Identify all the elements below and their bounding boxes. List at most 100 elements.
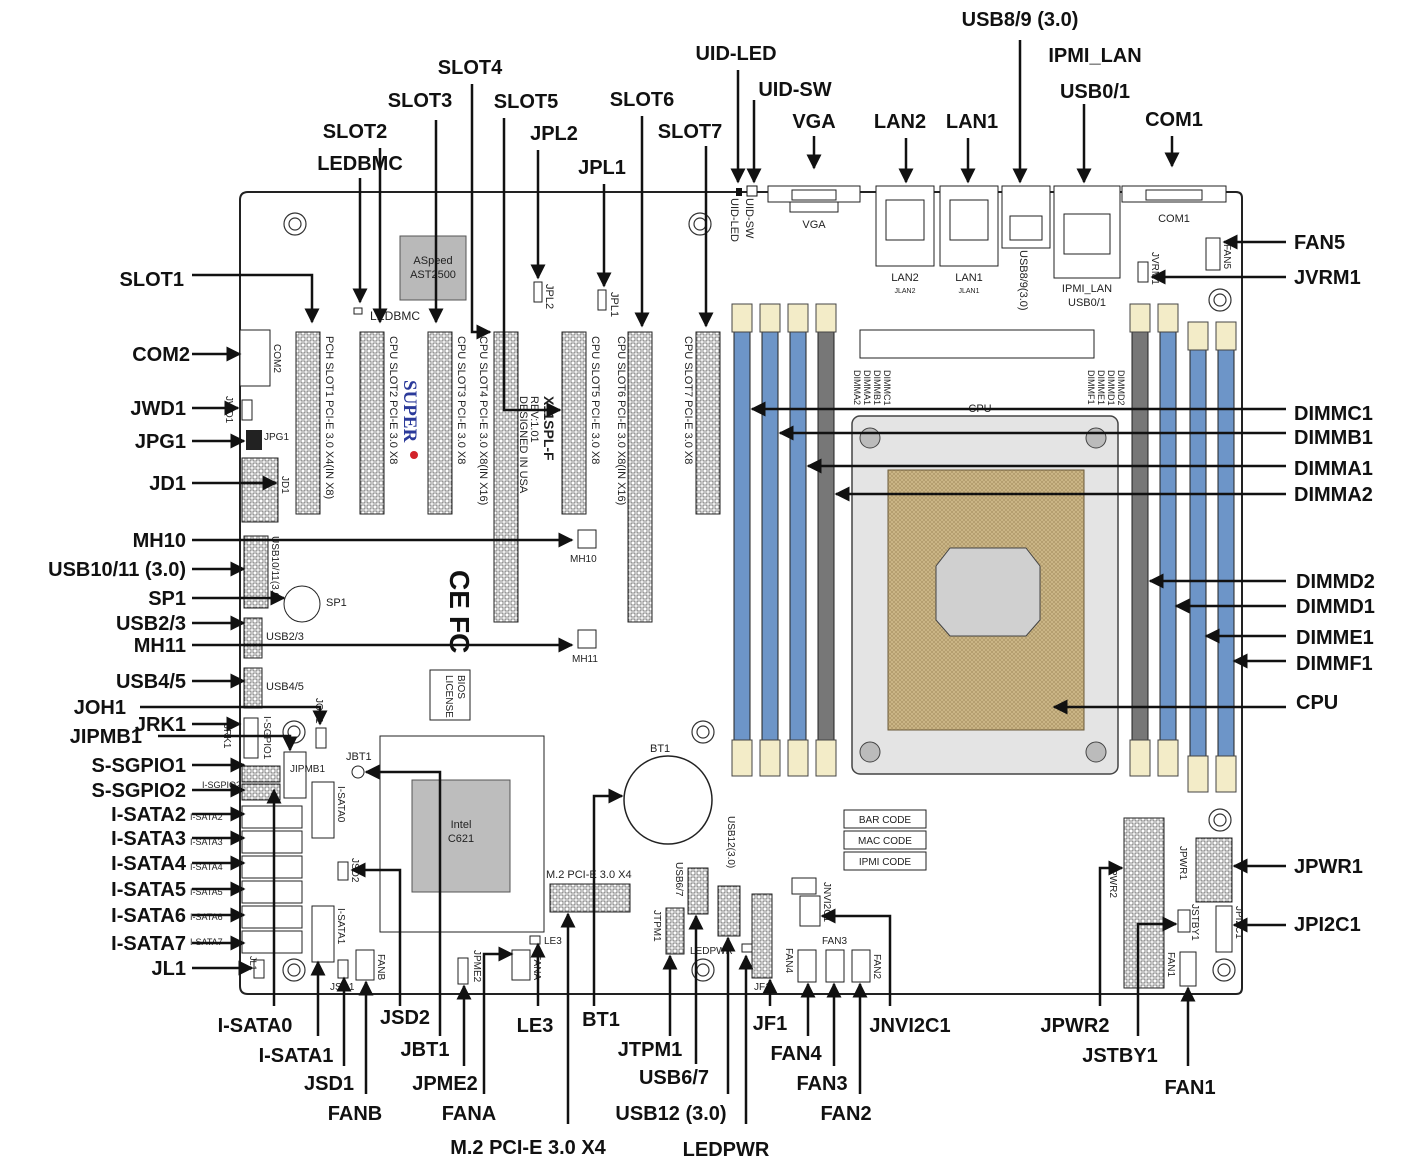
callout-lan2: LAN2 — [873, 111, 927, 133]
callout-jstby1: JSTBY1 — [1082, 1045, 1158, 1067]
callout-cpu: CPU — [1296, 692, 1339, 714]
jpl2-jumper — [533, 281, 543, 303]
dimm-left-board-label-a2: DIMMA2 — [852, 370, 862, 405]
callout-mh10: MH10 — [132, 530, 186, 552]
bt1-battery: BT1 — [623, 743, 713, 845]
svg-text:Intel: Intel — [451, 819, 472, 831]
ce-mark: CE — [444, 570, 475, 609]
svg-text:MH10: MH10 — [570, 554, 597, 565]
pcie-slots: PCH SLOT1 PCI-E 3.0 X4(IN X8) CPU SLOT2 … — [295, 331, 721, 623]
svg-text:FAN5: FAN5 — [1221, 244, 1232, 269]
jpme2-jumper — [457, 957, 469, 985]
callout-slot7: SLOT7 — [657, 121, 723, 143]
svg-text:IPMI CODE: IPMI CODE — [859, 857, 912, 868]
callout-dimmb1: DIMMB1 — [1294, 427, 1373, 449]
callout-ssgpio1: S-SGPIO1 — [91, 755, 186, 777]
callout-usb67: USB6/7 — [638, 1067, 710, 1089]
callout-isata4: I-SATA4 — [111, 853, 186, 875]
callout-jpwr1: JPWR1 — [1294, 856, 1363, 878]
svg-text:USB2/3: USB2/3 — [266, 631, 304, 643]
slot1-board-label: PCH SLOT1 PCI-E 3.0 X4(IN X8) — [323, 336, 335, 499]
callout-jpl1: JPL1 — [578, 157, 626, 179]
fan1-header — [1179, 951, 1197, 987]
callout-joh1: JOH1 — [73, 697, 126, 719]
callout-fan3: FAN3 — [796, 1073, 848, 1095]
callout-dimma2: DIMMA2 — [1294, 484, 1373, 506]
fana-header — [511, 949, 531, 981]
callout-lan1: LAN1 — [945, 111, 999, 133]
svg-text:REV:1.01: REV:1.01 — [528, 396, 540, 443]
callout-isata6: I-SATA6 — [111, 905, 186, 927]
isata4-port — [241, 855, 303, 879]
isata6-port — [241, 905, 303, 929]
jpl1-jumper — [597, 289, 607, 311]
svg-text:JVRM1: JVRM1 — [1149, 252, 1160, 285]
logo-dot — [410, 451, 418, 459]
svg-text:JPL2: JPL2 — [543, 284, 555, 309]
svg-text:USB10/11(3.0): USB10/11(3.0) — [269, 536, 280, 601]
aspeed-chip: ASpeed AST2500 — [399, 235, 467, 301]
svg-text:VGA: VGA — [802, 219, 826, 231]
callout-isata2: I-SATA2 — [111, 804, 186, 826]
isata3-port — [241, 830, 303, 854]
callout-jpwr2: JPWR2 — [1040, 1015, 1110, 1037]
usb23-header — [243, 617, 263, 659]
slot7-board-label: CPU SLOT7 PCI-E 3.0 X8 — [682, 336, 694, 464]
svg-text:USB0/1: USB0/1 — [1068, 297, 1106, 309]
jstby1-header — [1177, 909, 1191, 933]
svg-text:I-SATA1: I-SATA1 — [335, 908, 346, 945]
svg-text:X11SPL-F: X11SPL-F — [541, 396, 557, 461]
jvrm1-header — [1137, 261, 1149, 283]
jl1-header — [253, 959, 265, 979]
svg-text:COM2: COM2 — [271, 344, 282, 373]
svg-text:I-SATA5: I-SATA5 — [190, 887, 223, 897]
jwd1-header — [241, 399, 253, 421]
callout-usb89: USB8/9 (3.0) — [961, 9, 1079, 31]
slot7-connector — [695, 331, 721, 515]
svg-text:BT1: BT1 — [650, 743, 670, 755]
callout-jpme2: JPME2 — [412, 1073, 478, 1095]
callout-com2: COM2 — [132, 344, 190, 366]
callout-usb12: USB12 (3.0) — [615, 1103, 727, 1125]
callout-ssgpio2: S-SGPIO2 — [91, 780, 186, 802]
fan5-header — [1205, 237, 1221, 271]
callout-vga: VGA — [792, 111, 836, 133]
callout-dimmf1: DIMMF1 — [1296, 653, 1373, 675]
fcc-mark: FC — [444, 616, 475, 653]
jnvi2c1-body — [799, 895, 821, 927]
m2-slot — [549, 883, 631, 913]
callout-jsd1: JSD1 — [303, 1073, 355, 1095]
callout-jvrm1: JVRM1 — [1294, 267, 1361, 289]
svg-text:MH11: MH11 — [572, 654, 598, 665]
svg-text:FAN1: FAN1 — [1165, 952, 1176, 977]
svg-text:I-SATA3: I-SATA3 — [190, 837, 223, 847]
lan2-port: LAN2 JLAN2 — [875, 185, 935, 295]
ledbmc-led — [353, 307, 363, 315]
svg-text:LAN1: LAN1 — [955, 272, 983, 284]
callout-usb45: USB4/5 — [115, 671, 186, 693]
callout-dimmc1: DIMMC1 — [1294, 403, 1373, 425]
svg-text:BAR CODE: BAR CODE — [859, 815, 912, 826]
dimm-slots-right — [1129, 303, 1237, 793]
svg-text:FAN4: FAN4 — [783, 948, 794, 973]
isata0-port — [311, 781, 335, 839]
slot6-board-label: CPU SLOT6 PCI-E 3.0 X8(IN X16) — [615, 336, 627, 505]
callout-usb1011: USB10/11 (3.0) — [48, 559, 186, 581]
svg-text:IPMI_LAN: IPMI_LAN — [1062, 283, 1112, 295]
callout-isata0: I-SATA0 — [217, 1015, 293, 1037]
svg-text:JPWR1: JPWR1 — [1177, 846, 1188, 880]
callout-fanb: FANB — [327, 1103, 383, 1125]
svg-text:JSTBY1: JSTBY1 — [1189, 904, 1200, 941]
callout-slot1: SLOT1 — [119, 269, 184, 291]
cpu-retention-plate — [859, 329, 1095, 359]
callout-isata3: I-SATA3 — [111, 828, 186, 850]
isata7-port — [241, 930, 303, 954]
intel-c621-chip: Intel C621 — [379, 735, 545, 933]
svg-text:USB12(3.0): USB12(3.0) — [725, 816, 736, 868]
vga-connector: VGA — [767, 185, 861, 231]
callout-jd1: JD1 — [149, 473, 186, 495]
isata-ports: I-SATA2 I-SATA3 I-SATA4 I-SATA5 I-SATA6 … — [190, 805, 303, 954]
svg-text:JLAN1: JLAN1 — [958, 288, 979, 295]
usb67-header — [687, 867, 709, 915]
